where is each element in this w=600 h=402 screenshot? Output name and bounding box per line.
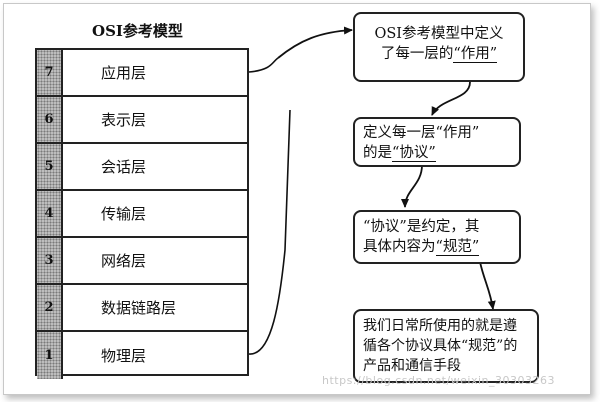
step-text-line2: 了每一层的“作用” (380, 46, 498, 63)
layer-name: 会话层 (101, 158, 147, 176)
layer-row-5: 5 会话层 (37, 144, 247, 191)
step-text: 循各个协议具体“规范”的 (363, 338, 518, 354)
step-text-line2: 具体内容为“规范” (363, 239, 480, 256)
step-text: 我们日常所使用的就是遵 (363, 318, 517, 334)
bracket-line (248, 57, 279, 73)
osi-layer-stack: 7 应用层 6 表示层 5 会话层 4 传输层 3 网络层 2 数据链路层 1 … (35, 48, 249, 379)
arrow-box3-to-box4 (479, 261, 496, 310)
arrow-box1-to-box2 (431, 81, 471, 116)
underlined-term: “规范” (435, 239, 480, 256)
arrow-to-box-1 (277, 26, 353, 59)
layer-name: 网络层 (101, 252, 147, 270)
layer-row-2: 2 数据链路层 (37, 285, 247, 332)
step-box-2: 定义每一层“作用” 的是“协议” (353, 117, 521, 167)
layer-name: 应用层 (101, 64, 147, 82)
model-title: OSI参考模型 (92, 22, 183, 40)
underlined-term: “作用” (453, 46, 498, 63)
layer-row-6: 6 表示层 (37, 97, 247, 144)
layer-name: 物理层 (101, 347, 147, 365)
layer-row-1: 1 物理层 (37, 332, 247, 379)
layer-number: 4 (37, 191, 63, 236)
step-text: “协议”是约定，其 (363, 219, 480, 235)
layer-name: 传输层 (101, 205, 147, 223)
step-box-1: OSI参考模型中定义 了每一层的“作用” (353, 12, 525, 82)
layer-number: 3 (37, 238, 63, 283)
underlined-term: “协议” (392, 145, 436, 162)
layer-number: 6 (37, 97, 63, 142)
step-text: 定义每一层“作用” (363, 125, 480, 141)
layer-row-4: 4 传输层 (37, 191, 247, 238)
layer-row-7: 7 应用层 (37, 50, 247, 97)
layer-number: 7 (37, 50, 63, 95)
bracket-line (248, 109, 291, 355)
layer-name: 表示层 (101, 111, 147, 129)
layer-number: 5 (37, 144, 63, 189)
layer-number: 2 (37, 285, 63, 330)
layer-row-3: 3 网络层 (37, 238, 247, 285)
step-text: 产品和通信手段 (363, 358, 461, 374)
step-box-3: “协议”是约定，其 具体内容为“规范” (353, 210, 521, 264)
step-box-4: 我们日常所使用的就是遵 循各个协议具体“规范”的 产品和通信手段 (353, 309, 539, 383)
step-text: OSI参考模型中定义 (374, 26, 504, 42)
step-text-line2: 的是“协议” (363, 145, 436, 162)
layer-name: 数据链路层 (101, 299, 177, 317)
layer-number: 1 (37, 332, 63, 379)
arrow-box2-to-box3 (401, 164, 423, 208)
watermark: https://blog.csdn.net/weixin_30303263 (322, 374, 556, 387)
